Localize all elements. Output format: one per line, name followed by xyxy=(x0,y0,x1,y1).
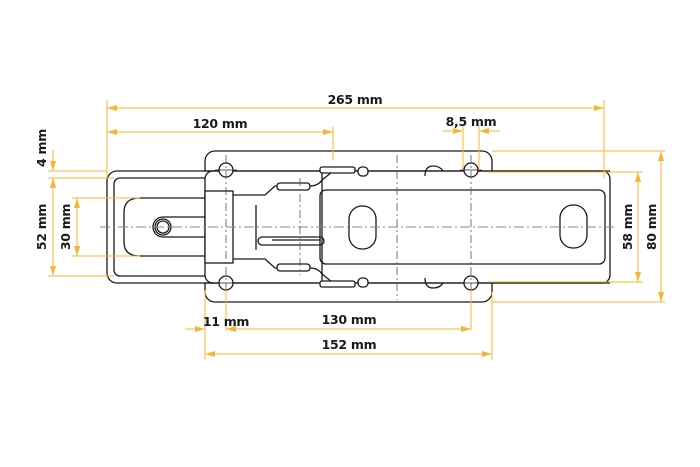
dim-label-4: 4 mm xyxy=(34,129,49,167)
dim-label-120: 120 mm xyxy=(193,116,248,131)
dim-label-52: 52 mm xyxy=(34,204,49,251)
latch-part xyxy=(100,150,615,303)
dim-label-152: 152 mm xyxy=(322,337,377,352)
dim-label-58: 58 mm xyxy=(620,204,635,251)
handle-slot xyxy=(257,236,325,246)
dim-label-8-5: 8,5 mm xyxy=(446,114,497,129)
dim-label-30: 30 mm xyxy=(58,204,73,251)
dim-label-265: 265 mm xyxy=(328,92,383,107)
dim-label-11: 11 mm xyxy=(203,314,250,329)
dim-label-130: 130 mm xyxy=(322,312,377,327)
dim-label-80: 80 mm xyxy=(644,204,659,251)
dimensions: 265 mm 120 mm 8,5 mm 4 mm 52 mm 30 mm 58… xyxy=(34,92,665,360)
